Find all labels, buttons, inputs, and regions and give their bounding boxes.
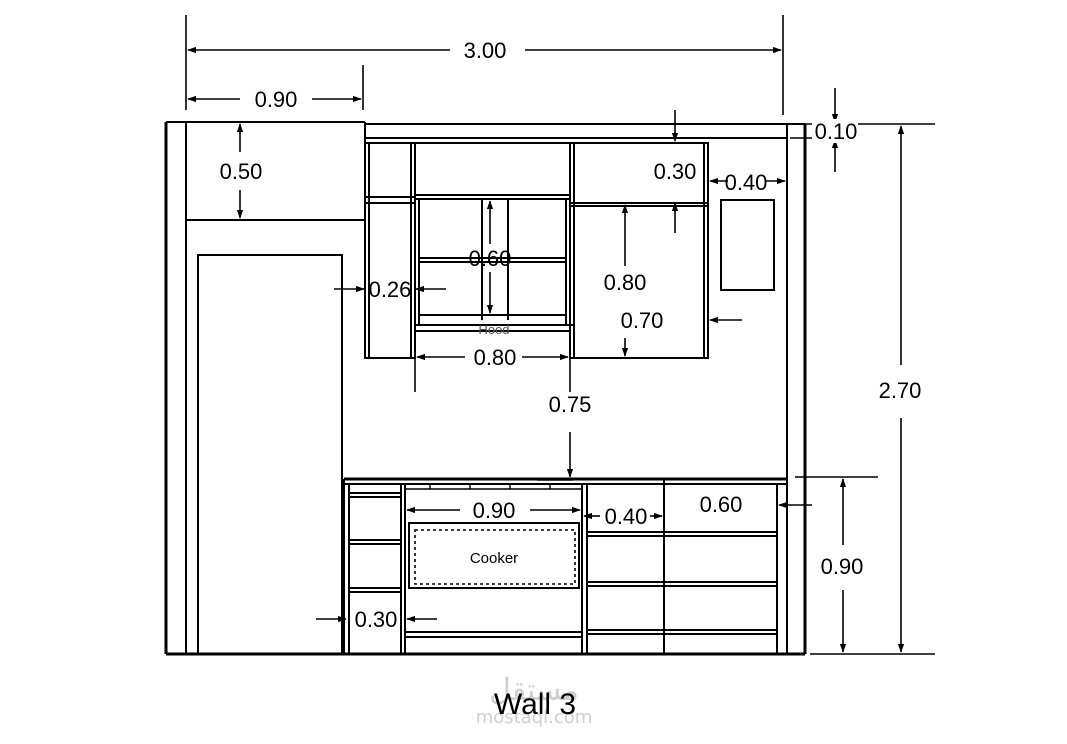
window (720, 199, 775, 291)
right-upper-cabinet (569, 142, 709, 359)
dim-clearance: 0.75 (549, 392, 592, 417)
dim-upper-cabinet-width: 0.70 (621, 308, 664, 333)
dim-ceiling-gap: 0.10 (815, 119, 858, 144)
burners (429, 484, 551, 489)
watermark-arabic: مستقل (489, 673, 579, 708)
upper-side-shelf-unit (364, 142, 416, 359)
dim-shelf-height: 0.60 (469, 246, 512, 271)
dim-tall-unit-width: 0.90 (255, 87, 298, 112)
dim-cooker-width: 0.90 (473, 498, 516, 523)
dim-upper-cabinet-height: 0.80 (604, 270, 647, 295)
dim-total-height: 2.70 (879, 378, 922, 403)
tall-unit (186, 219, 365, 655)
watermark-latin: mostaql.com (476, 707, 593, 728)
drawing-title: Wall 3 (494, 688, 576, 721)
dim-side-shelf-width: 0.26 (369, 277, 412, 302)
cooker-label: Cooker (470, 550, 518, 567)
hood-label: Hood (478, 322, 509, 337)
dimension-lines (185, 15, 935, 655)
dim-total-width: 3.00 (464, 38, 507, 63)
dim-base-height: 0.90 (821, 554, 864, 579)
wall-outline (164, 121, 807, 656)
base-cabinets (343, 477, 787, 654)
dim-side-gap: 0.40 (725, 170, 768, 195)
dim-top-cabinet-height: 0.30 (654, 159, 697, 184)
dimension-labels: 3.00 0.90 0.50 0.10 0.30 0.40 0.60 0.26 … (220, 36, 927, 632)
watermark: مستقل mostaql.com (476, 673, 593, 728)
dim-drawer-width: 0.60 (700, 492, 743, 517)
dim-base-gap: 0.40 (605, 504, 648, 529)
dim-base-shelf-width: 0.30 (355, 607, 398, 632)
dim-hood-width: 0.80 (474, 345, 517, 370)
cooker: Cooker (405, 484, 582, 589)
dim-tall-unit-top: 0.50 (220, 159, 263, 184)
hood-upper-unit (414, 142, 574, 332)
